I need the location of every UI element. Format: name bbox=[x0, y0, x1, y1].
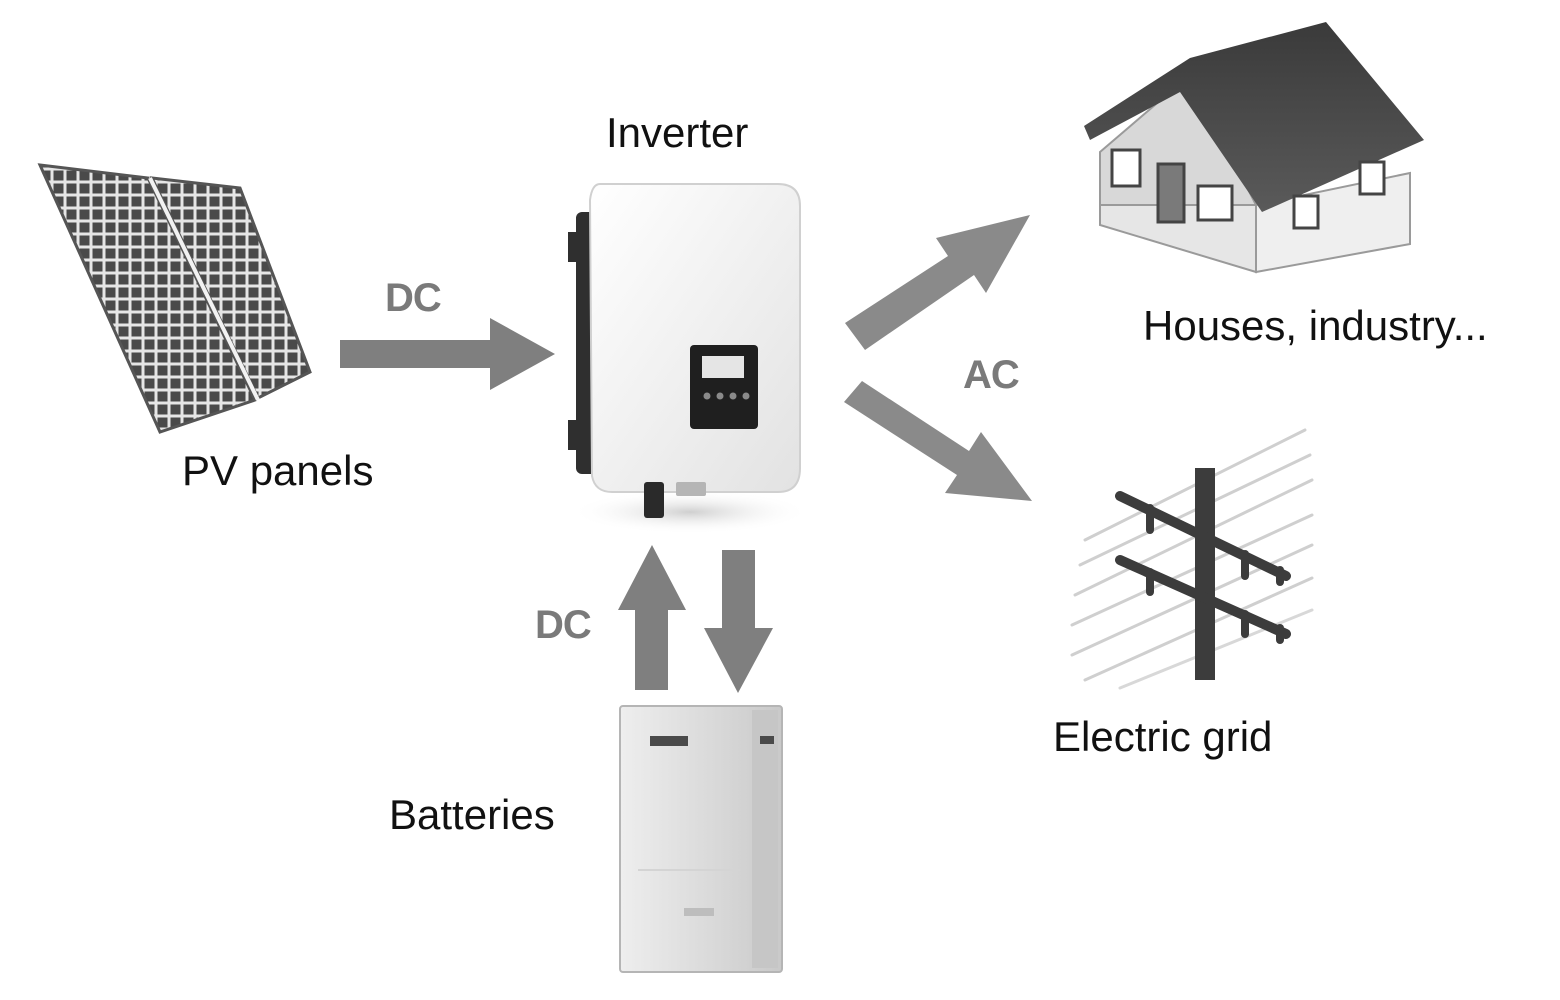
battery-cabinet-icon bbox=[619, 705, 783, 973]
dc-arrow-pv-to-inverter bbox=[340, 318, 555, 390]
dc-arrow-inverter-to-battery bbox=[704, 550, 773, 693]
solar-panel-icon bbox=[37, 163, 312, 434]
ac-arrow-to-houses bbox=[845, 215, 1030, 350]
inverter-label: Inverter bbox=[606, 109, 749, 156]
house-icon bbox=[1084, 22, 1424, 274]
houses-label: Houses, industry... bbox=[1143, 302, 1488, 349]
power-pole-icon bbox=[1070, 428, 1314, 690]
ac-label: AC bbox=[963, 353, 1020, 397]
ac-arrow-to-grid bbox=[844, 381, 1032, 501]
batteries-label: Batteries bbox=[389, 791, 555, 838]
pv-panels-label: PV panels bbox=[182, 447, 374, 494]
dc-arrow-battery-to-inverter bbox=[618, 545, 686, 690]
dc-label-battery: DC bbox=[535, 603, 592, 647]
electric-grid-label: Electric grid bbox=[1053, 713, 1273, 760]
dc-label-pv: DC bbox=[385, 276, 442, 320]
inverter-icon bbox=[568, 183, 810, 534]
